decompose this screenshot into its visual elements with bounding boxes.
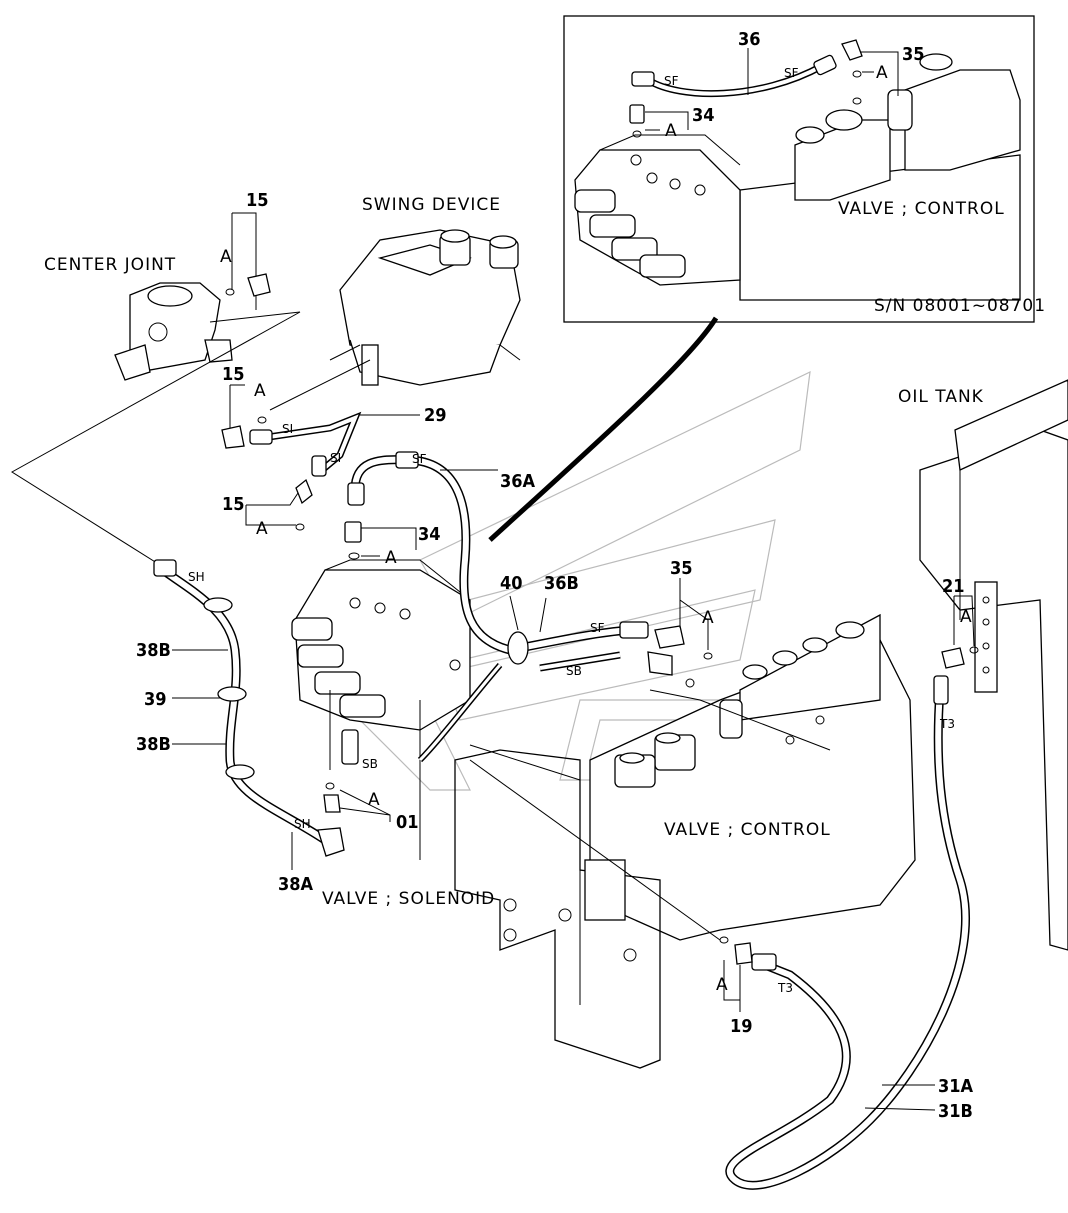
hose-36a xyxy=(347,451,649,665)
ref-mark-a: A xyxy=(665,121,678,141)
part-15-low: 15 xyxy=(222,494,245,515)
ref-mark-a: A xyxy=(220,247,233,267)
part-15-top: 15 xyxy=(246,190,269,211)
ref-mark-a: A xyxy=(254,381,267,401)
label-valve-control-main: VALVE ; CONTROL xyxy=(664,820,831,840)
center-joint-part xyxy=(114,282,301,381)
leader-center-joint xyxy=(11,311,301,571)
port-code-sf: SF xyxy=(784,66,799,80)
port-code-t3: T3 xyxy=(939,717,955,731)
ref-mark-a: A xyxy=(385,548,398,568)
hose-31 xyxy=(725,675,970,1190)
ref-mark-a: A xyxy=(716,975,729,995)
part-36a: 36A xyxy=(500,471,536,492)
ref-mark-a: A xyxy=(256,519,269,539)
part-38b-top: 38B xyxy=(136,640,171,661)
part-01: 01 xyxy=(396,812,419,833)
port-code-si: SI xyxy=(282,422,293,436)
port-code-sh: SH xyxy=(188,570,205,584)
solenoid-valve-part xyxy=(291,559,471,860)
port-code-sf: SF xyxy=(412,452,427,466)
part-40: 40 xyxy=(500,573,523,594)
part-38b-bot: 38B xyxy=(136,734,171,755)
label-valve-solenoid: VALVE ; SOLENOID xyxy=(322,889,495,909)
bracket-plate xyxy=(454,744,721,1069)
ref-mark-a: A xyxy=(960,607,973,627)
ref-mark-a: A xyxy=(702,608,715,628)
serial-range: S/N 08001~08701 xyxy=(874,296,1046,316)
part-38a: 38A xyxy=(278,874,314,895)
leader-15-top xyxy=(232,212,257,310)
port-code-sh: SH xyxy=(294,817,311,831)
port-code-sb: SB xyxy=(566,664,582,678)
ref-mark-a: A xyxy=(368,790,381,810)
part-36: 36 xyxy=(738,29,761,50)
port-code-si: SI xyxy=(330,451,341,465)
label-valve-control-inset: VALVE ; CONTROL xyxy=(838,199,1005,219)
port-code-t3: T3 xyxy=(777,981,793,995)
part-31b: 31B xyxy=(938,1101,973,1122)
part-34: 34 xyxy=(418,524,441,545)
port-code-sf: SF xyxy=(664,74,679,88)
part-36b: 36B xyxy=(544,573,579,594)
swing-device-part xyxy=(329,229,521,386)
inset-box xyxy=(563,15,1035,323)
part-31a: 31A xyxy=(938,1076,974,1097)
control-valve-part xyxy=(589,613,916,941)
part-21: 21 xyxy=(942,576,965,597)
part-19: 19 xyxy=(730,1016,753,1037)
part-35: 35 xyxy=(670,558,693,579)
part-34-inset: 34 xyxy=(692,105,715,126)
port-code-sb: SB xyxy=(362,757,378,771)
label-oil-tank: OIL TANK xyxy=(898,387,984,407)
part-15-mid: 15 xyxy=(222,364,245,385)
elbow-fitting-15 xyxy=(247,273,271,297)
part-39: 39 xyxy=(144,689,167,710)
port-code-sf: SF xyxy=(590,621,605,635)
label-swing-device: SWING DEVICE xyxy=(362,195,501,215)
ref-mark-a: A xyxy=(876,63,889,83)
hose-38 xyxy=(153,559,345,857)
part-35-inset: 35 xyxy=(902,44,925,65)
inset-leader xyxy=(488,316,719,542)
label-center-joint: CENTER JOINT xyxy=(44,255,176,275)
oil-tank-part xyxy=(919,379,1068,951)
part-29: 29 xyxy=(424,405,447,426)
